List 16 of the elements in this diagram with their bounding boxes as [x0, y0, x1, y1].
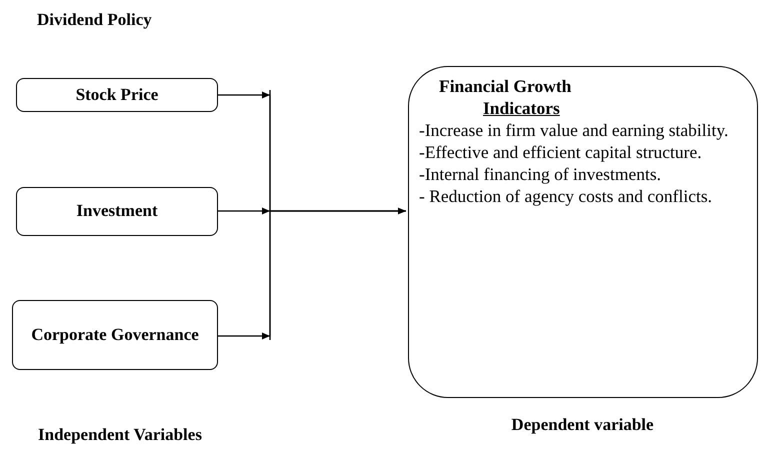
list-item: - Reduction of agency costs and conflicts. — [419, 185, 712, 207]
heading: Indicators — [483, 97, 560, 119]
axis-caption: Independent Variables — [37, 424, 203, 446]
list-item: -Increase in firm value and earning stability. — [419, 119, 728, 141]
variable-box — [12, 300, 218, 370]
axis-caption: Dependent variable — [510, 414, 655, 436]
title: Dividend Policy — [37, 10, 152, 30]
variable-box — [16, 78, 218, 112]
box-label: Stock Price — [76, 84, 158, 106]
variable-box — [16, 187, 218, 236]
heading: Financial Growth — [439, 75, 572, 97]
rounded-box — [408, 66, 758, 398]
list-item: -Effective and efficient capital structure. — [419, 141, 702, 163]
list-item: -Internal financing of investments. — [419, 163, 662, 185]
box-label: Investment — [76, 200, 158, 222]
box-label: Corporate Governance — [31, 324, 199, 346]
